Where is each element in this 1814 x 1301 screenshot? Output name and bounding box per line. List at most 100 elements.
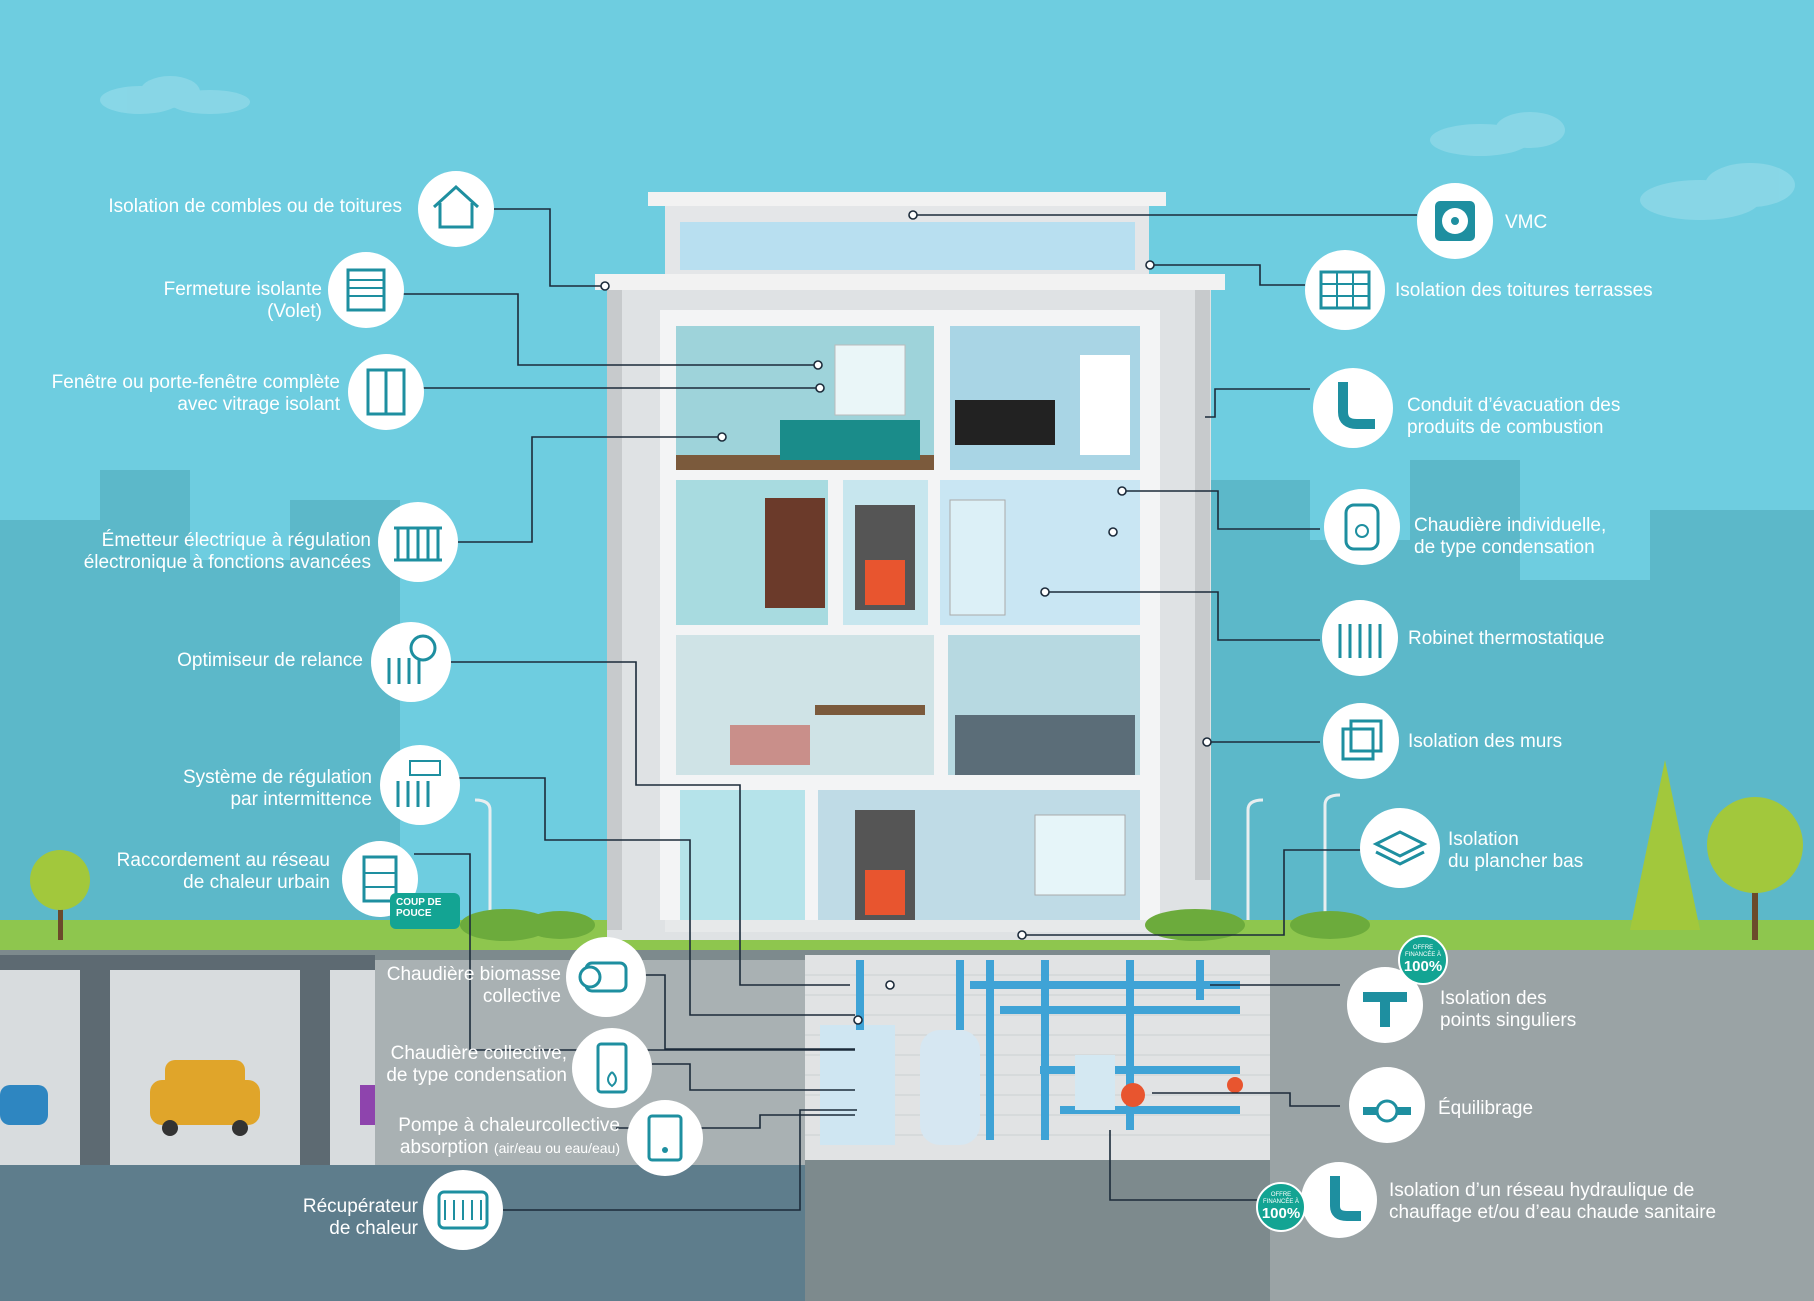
label-line: Isolation de combles ou de toitures (108, 196, 402, 217)
floor-insulation-icon (1360, 808, 1440, 888)
label-line: Chaudière individuelle, (1414, 515, 1607, 536)
label-chaudiere-ind: Chaudière individuelle,de type condensat… (1414, 515, 1606, 559)
label-combles: Isolation de combles ou de toitures (108, 196, 402, 218)
thermostatic-valve-icon (1322, 600, 1398, 676)
label-line: Fenêtre ou porte-fenêtre complète (51, 372, 340, 393)
label-line: (Volet) (267, 301, 322, 322)
label-line: Isolation des murs (1408, 731, 1563, 752)
parking-floor (0, 1165, 805, 1301)
label-line: avec vitrage isolant (177, 394, 340, 415)
label-line: de type condensation (1414, 537, 1595, 558)
label-volet: Fermeture isolante(Volet) (164, 279, 322, 323)
label-line: Chaudière collective, (390, 1043, 567, 1064)
label-line: points singuliers (1440, 1010, 1577, 1031)
boiler-flame-icon (572, 1028, 652, 1108)
label-line: chauffage et/ou d’eau chaude sanitaire (1389, 1202, 1717, 1223)
label-line: Isolation des (1440, 988, 1547, 1009)
label-line: Fermeture isolante (163, 279, 322, 300)
clouds (100, 76, 1795, 220)
label-line: Système de régulation (182, 767, 372, 788)
label-line: Équilibrage (1438, 1098, 1534, 1119)
flue-pipe-icon (1313, 368, 1393, 448)
label-murs: Isolation des murs (1408, 731, 1562, 753)
icon-circles (328, 171, 1493, 1250)
label-line: Conduit d’évacuation des (1407, 395, 1621, 416)
label-line: par intermittence (230, 789, 372, 810)
radiator-regulation-icon (380, 745, 460, 825)
heat-exchanger-icon (423, 1170, 503, 1250)
label-terrasses: Isolation des toitures terrasses (1395, 280, 1653, 302)
label-line: Émetteur électrique à régulation (101, 530, 371, 551)
insulated-pipe-icon (1301, 1162, 1377, 1238)
pipe-fitting-icon (1347, 967, 1423, 1043)
label-line: du plancher bas (1448, 851, 1584, 872)
label-vmc: VMC (1505, 212, 1547, 234)
label-line: de chaleur urbain (183, 872, 330, 893)
label-collective: Chaudière collective,de type condensatio… (386, 1043, 567, 1087)
label-line: de chaleur (329, 1218, 418, 1239)
log-icon (566, 937, 646, 1017)
label-line: de type condensation (386, 1065, 567, 1086)
label-line: Optimiseur de relance (177, 650, 363, 671)
street-lamps (474, 793, 1341, 920)
leader-dots (600, 210, 1212, 1025)
window-icon (348, 354, 424, 430)
label-line: VMC (1505, 212, 1548, 233)
radiator-wifi-icon (378, 502, 458, 582)
heat-pump-icon (627, 1100, 703, 1176)
balancing-valve-icon (1349, 1067, 1425, 1143)
badge-value: 100% (1261, 1205, 1301, 1222)
bushes (460, 909, 1370, 941)
coup-line: POUCE (396, 908, 432, 919)
fan-icon (1417, 183, 1493, 259)
label-line: absorption (air/eau ou eau/eau) (398, 1137, 620, 1159)
label-robinet: Robinet thermostatique (1408, 628, 1604, 650)
trees (30, 760, 1803, 940)
roof-terrace-icon (1305, 250, 1385, 330)
label-line: Chaudière biomasse (386, 964, 561, 985)
leader-lines (402, 208, 1417, 1211)
label-line: collective (482, 986, 561, 1007)
label-line: électronique à fonctions avancées (83, 552, 371, 573)
label-optimiseur: Optimiseur de relance (177, 650, 363, 672)
badge-caption: OFFRE FINANCÉE À (1404, 945, 1441, 958)
shutter-window-icon (328, 252, 404, 328)
label-line: Isolation d’un réseau hydraulique de (1389, 1180, 1695, 1201)
label-line-small: (air/eau ou eau/eau) (493, 1140, 620, 1156)
label-line: Isolation des toitures terrasses (1395, 280, 1653, 301)
parking-garage (0, 955, 375, 1165)
label-line: produits de combustion (1407, 417, 1604, 438)
badge-value: 100% (1403, 958, 1443, 975)
label-line: Raccordement au réseau (116, 850, 330, 871)
radiator-clock-icon (371, 622, 451, 702)
label-line: Récupérateur (302, 1196, 418, 1217)
boiler-icon (1324, 489, 1400, 565)
label-line: Robinet thermostatique (1408, 628, 1605, 649)
label-line: Pompe à chaleurcollective (398, 1115, 620, 1136)
coup-line: COUP DE (396, 897, 442, 908)
boiler-room (805, 955, 1270, 1160)
house-roof-icon (418, 171, 494, 247)
wall-insulation-icon (1323, 703, 1399, 779)
label-equilibrage: Équilibrage (1438, 1098, 1533, 1120)
badge-caption: OFFRE FINANCÉE À (1262, 1192, 1299, 1205)
label-line-main: absorption (399, 1137, 489, 1158)
building (595, 192, 1225, 940)
label-line: Isolation (1448, 829, 1519, 850)
